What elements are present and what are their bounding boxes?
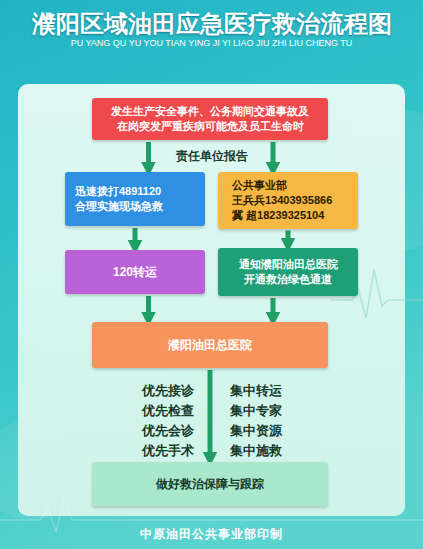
node-text: 迅速拨打4891120 合理实施现场急救 — [75, 184, 195, 214]
flow-arrow — [271, 298, 276, 313]
node-text: 公共事业部 王兵兵13403935866 冀 超18239325104 — [232, 178, 344, 223]
report-label: 责任单位报告 — [160, 149, 264, 163]
flow-arrow — [133, 228, 138, 241]
priority-item: 优先接诊 — [112, 383, 194, 399]
focus-item: 集中资源 — [230, 423, 312, 439]
flow-arrow — [146, 142, 151, 163]
node-text: 做好救治保障与跟踪 — [156, 476, 264, 492]
followup-box: 做好救治保障与跟踪 — [92, 462, 328, 506]
transport-box: 120转运 — [65, 250, 205, 294]
caption: 中原油田公共事业部印制 — [0, 526, 423, 543]
hospital-box: 濮阳油田总医院 — [92, 322, 328, 368]
first-aid-box: 迅速拨打4891120 合理实施现场急救 — [65, 172, 205, 226]
focus-item: 集中施救 — [230, 443, 312, 459]
focus-item: 集中专家 — [230, 403, 312, 419]
notify-box: 通知濮阳油田总医院 开通救治绿色通道 — [218, 248, 358, 296]
event-box: 发生生产安全事件、公务期间交通事故及 在岗突发严重疾病可能危及员工生命时 — [92, 98, 328, 140]
node-text: 120转运 — [113, 264, 157, 280]
subtitle: PU YANG QU YU YOU TIAN YING JI YI LIAO J… — [0, 38, 423, 49]
flow-arrow — [208, 370, 213, 453]
flow-arrow — [271, 142, 276, 163]
node-text: 通知濮阳油田总医院 开通救治绿色通道 — [228, 257, 348, 287]
title: 濮阳区域油田应急医疗救治流程图 — [0, 8, 423, 40]
node-text: 发生生产安全事件、公务期间交通事故及 在岗突发严重疾病可能危及员工生命时 — [102, 104, 318, 134]
flow-arrow — [146, 296, 151, 313]
priority-item: 优先会诊 — [112, 423, 194, 439]
priority-item: 优先检查 — [112, 403, 194, 419]
flow-arrow — [286, 231, 291, 239]
node-text: 濮阳油田总医院 — [168, 337, 252, 353]
focus-item: 集中转运 — [230, 383, 312, 399]
priority-item: 优先手术 — [112, 443, 194, 459]
contact-box: 公共事业部 王兵兵13403935866 冀 超18239325104 — [218, 172, 358, 229]
